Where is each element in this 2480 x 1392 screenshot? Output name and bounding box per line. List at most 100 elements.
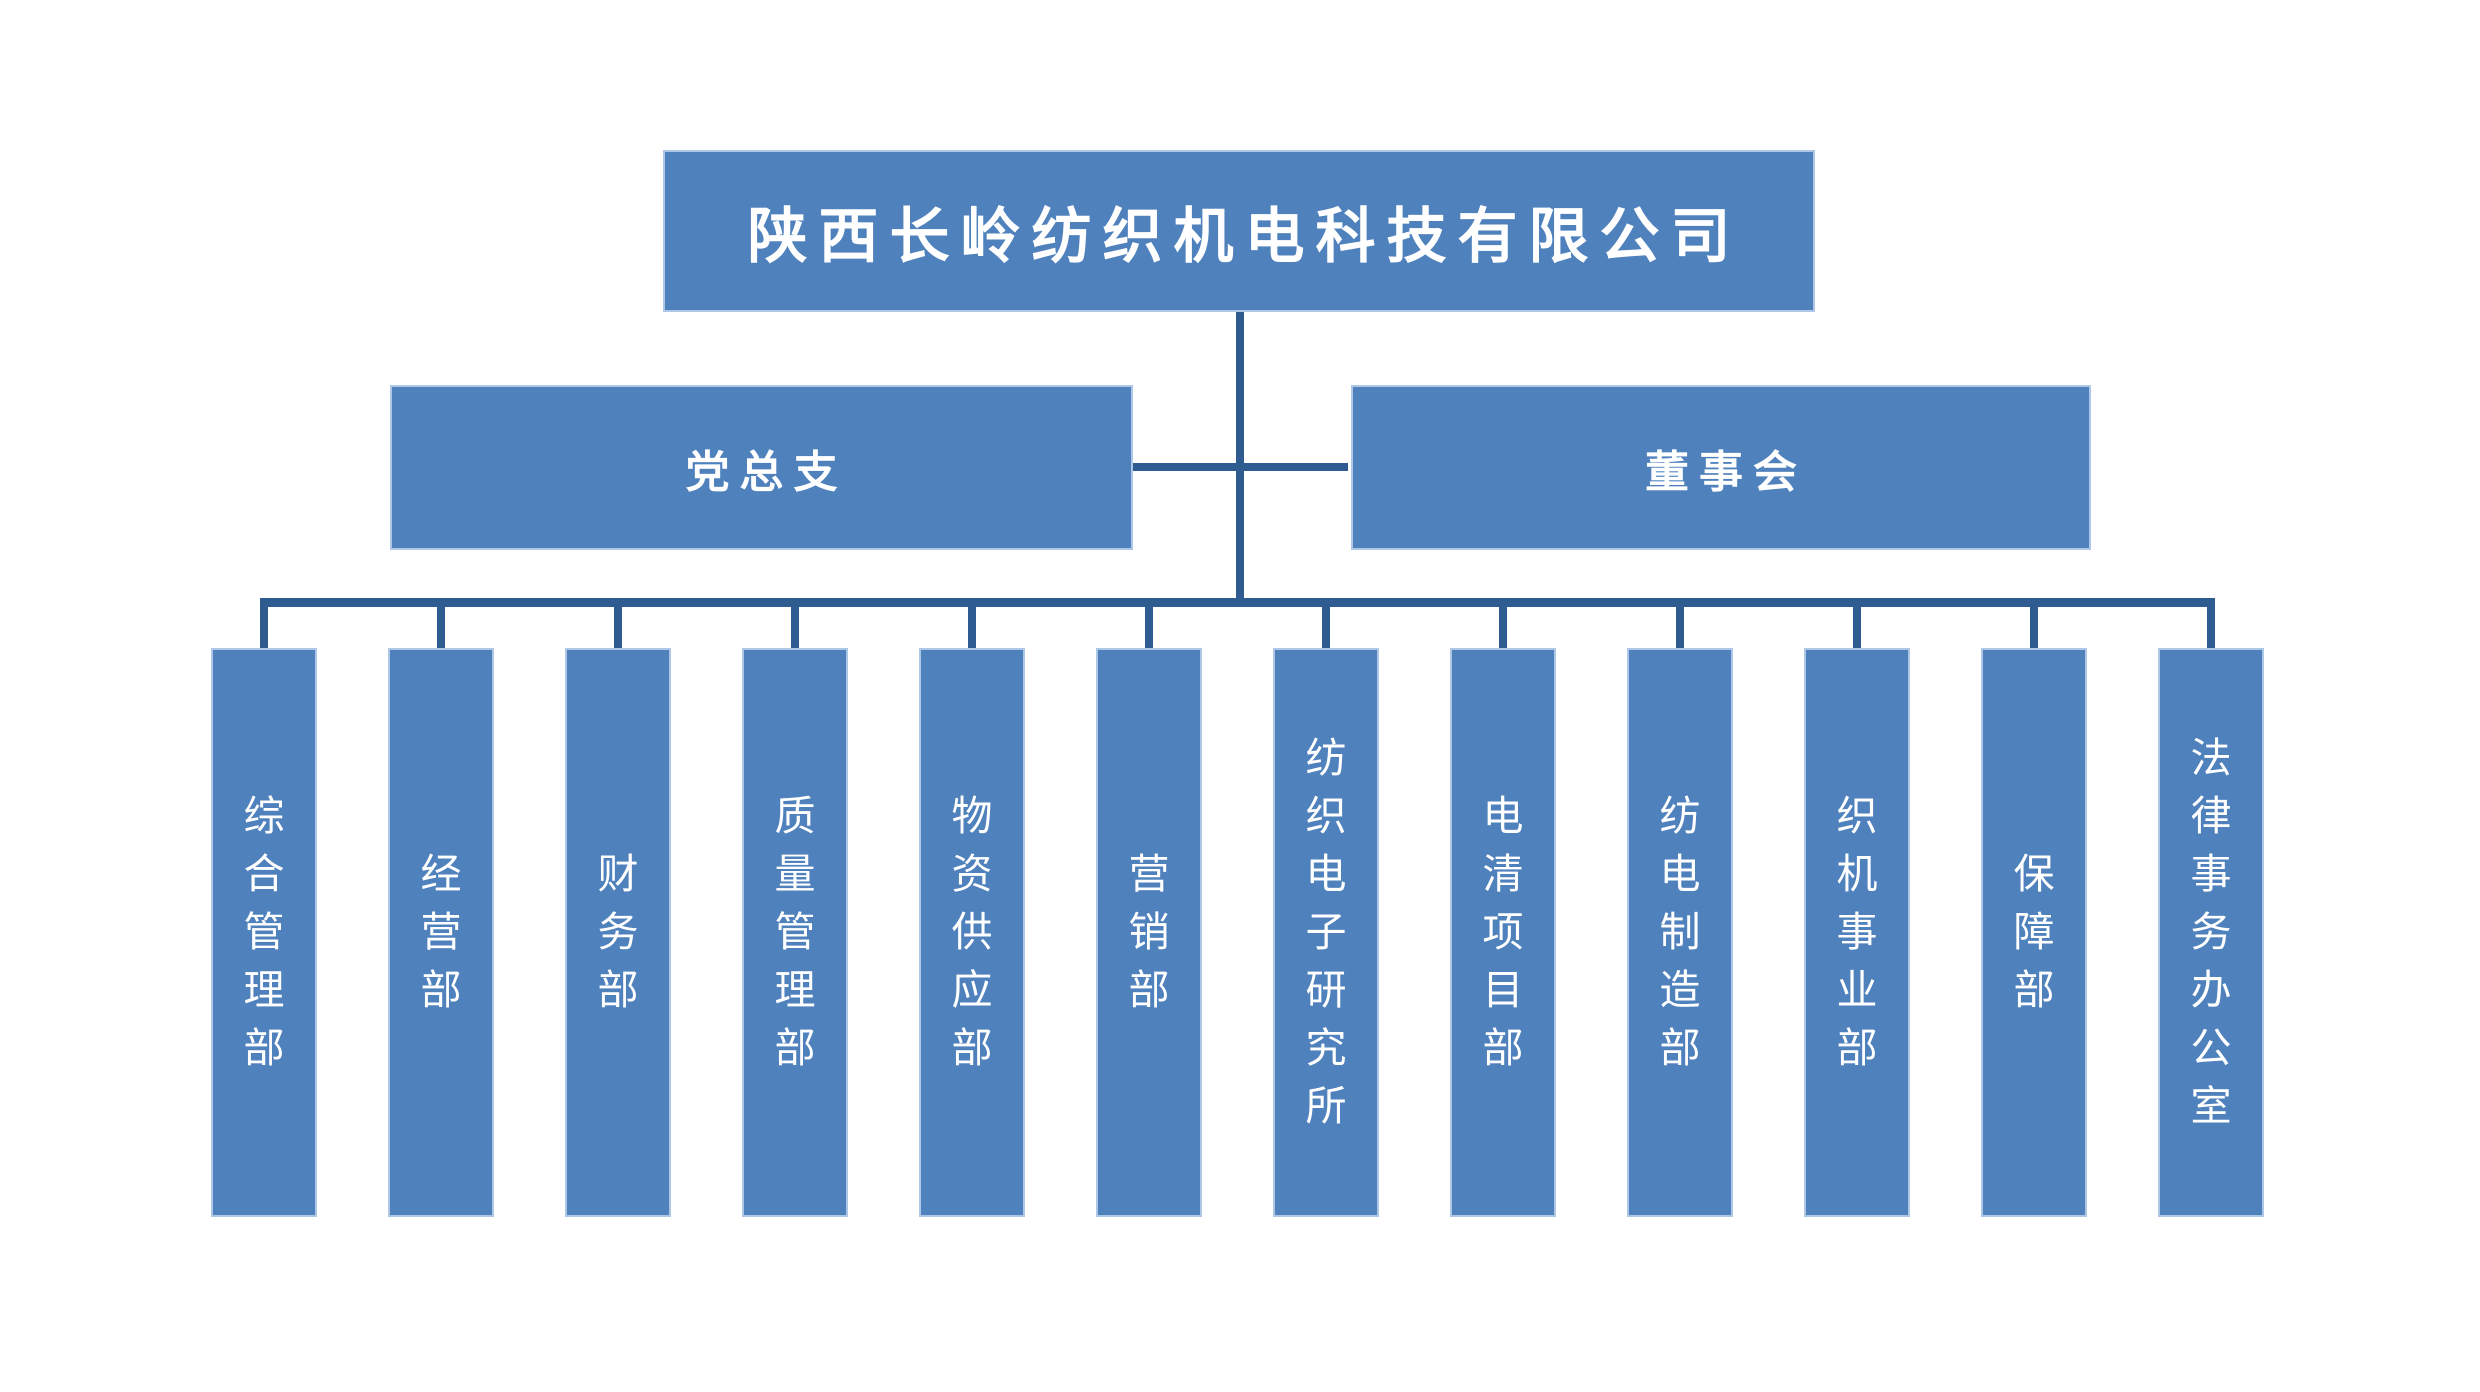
department-label: 电清项目部 (1483, 796, 1524, 1069)
department-label: 质量管理部 (775, 796, 816, 1069)
connector-stub (791, 607, 799, 648)
department-label-char: 部 (243, 1024, 285, 1072)
department-node[interactable]: 纺电制造部 (1627, 648, 1733, 1217)
department-label-char: 所 (1305, 1082, 1347, 1130)
department-node[interactable]: 保障部 (1981, 648, 2087, 1217)
department-column: 纺织电子研究所 (1273, 607, 1379, 1217)
department-label: 物资供应部 (952, 796, 993, 1069)
department-label-char: 究 (1305, 1024, 1347, 1072)
connector-stub (1322, 607, 1330, 648)
department-label-char: 电 (1305, 850, 1347, 898)
department-column: 财务部 (565, 607, 671, 1217)
department-label-char: 销 (1128, 908, 1170, 956)
connector-stub (2030, 607, 2038, 648)
department-column: 保障部 (1981, 607, 2087, 1217)
department-label-char: 物 (951, 792, 993, 840)
department-label-char: 理 (243, 966, 285, 1014)
department-label-char: 电 (1659, 850, 1701, 898)
department-label-char: 供 (951, 908, 993, 956)
department-label-char: 理 (774, 966, 816, 1014)
department-label-char: 造 (1659, 966, 1701, 1014)
department-node[interactable]: 营销部 (1096, 648, 1202, 1217)
department-node[interactable]: 法律事务办公室 (2158, 648, 2264, 1217)
department-label-char: 部 (1659, 1024, 1701, 1072)
department-column: 法律事务办公室 (2158, 607, 2264, 1217)
department-label-char: 目 (1482, 966, 1524, 1014)
department-label-char: 纺 (1659, 792, 1701, 840)
party-branch-node[interactable]: 党总支 (390, 385, 1133, 550)
connector-root-vertical (1236, 312, 1244, 607)
connector-level2-horizontal (1132, 463, 1348, 471)
department-label-char: 纺 (1305, 734, 1347, 782)
department-node[interactable]: 纺织电子研究所 (1273, 648, 1379, 1217)
department-node[interactable]: 综合管理部 (211, 648, 317, 1217)
department-label-char: 制 (1659, 908, 1701, 956)
department-label-char: 织 (1305, 792, 1347, 840)
board-label: 董事会 (1645, 446, 1807, 498)
department-label-char: 公 (2190, 1024, 2232, 1072)
department-node[interactable]: 物资供应部 (919, 648, 1025, 1217)
department-label-char: 营 (420, 908, 462, 956)
department-label-char: 机 (1836, 850, 1878, 898)
department-label-char: 质 (774, 792, 816, 840)
department-label-char: 部 (1482, 1024, 1524, 1072)
department-node[interactable]: 经营部 (388, 648, 494, 1217)
department-label-char: 部 (2013, 966, 2055, 1014)
department-label: 营销部 (1129, 854, 1170, 1011)
department-label: 织机事业部 (1837, 796, 1878, 1069)
department-label-char: 障 (2013, 908, 2055, 956)
department-label-char: 事 (1836, 908, 1878, 956)
department-label: 经营部 (421, 854, 462, 1011)
department-column: 经营部 (388, 607, 494, 1217)
company-name-label: 陕西长岭纺织机电科技有限公司 (747, 201, 1742, 272)
connector-stub (1676, 607, 1684, 648)
department-label-char: 事 (2190, 850, 2232, 898)
department-column: 综合管理部 (211, 607, 317, 1217)
department-label-char: 量 (774, 850, 816, 898)
department-label-char: 项 (1482, 908, 1524, 956)
department-label-char: 法 (2190, 734, 2232, 782)
connector-stub (260, 607, 268, 648)
department-label: 纺电制造部 (1660, 796, 1701, 1069)
department-column: 纺电制造部 (1627, 607, 1733, 1217)
party-branch-label: 党总支 (685, 446, 848, 498)
department-label-char: 部 (774, 1024, 816, 1072)
department-label-char: 管 (243, 908, 285, 956)
connector-stub (614, 607, 622, 648)
department-label-char: 部 (1836, 1024, 1878, 1072)
department-label-char: 合 (243, 850, 285, 898)
department-label-char: 子 (1305, 908, 1347, 956)
department-label-char: 保 (2013, 850, 2055, 898)
department-label: 综合管理部 (244, 796, 285, 1069)
department-column: 质量管理部 (742, 607, 848, 1217)
company-root-node[interactable]: 陕西长岭纺织机电科技有限公司 (663, 150, 1815, 312)
department-label-char: 营 (1128, 850, 1170, 898)
department-node[interactable]: 电清项目部 (1450, 648, 1556, 1217)
department-node[interactable]: 织机事业部 (1804, 648, 1910, 1217)
department-node[interactable]: 财务部 (565, 648, 671, 1217)
department-label-char: 应 (951, 966, 993, 1014)
connector-stub (1853, 607, 1861, 648)
department-label-char: 务 (597, 908, 639, 956)
department-label: 保障部 (2014, 854, 2055, 1011)
department-label-char: 研 (1305, 966, 1347, 1014)
department-column: 营销部 (1096, 607, 1202, 1217)
department-label-char: 综 (243, 792, 285, 840)
board-node[interactable]: 董事会 (1351, 385, 2091, 550)
department-label: 财务部 (598, 854, 639, 1011)
connector-stub (2207, 607, 2215, 648)
department-label-char: 部 (951, 1024, 993, 1072)
department-node[interactable]: 质量管理部 (742, 648, 848, 1217)
department-label-char: 清 (1482, 850, 1524, 898)
department-label-char: 资 (951, 850, 993, 898)
department-label-char: 部 (1128, 966, 1170, 1014)
department-label-char: 律 (2190, 792, 2232, 840)
department-label-char: 室 (2190, 1082, 2232, 1130)
connector-stub (968, 607, 976, 648)
department-label-char: 务 (2190, 908, 2232, 956)
connector-stub (437, 607, 445, 648)
connector-stub (1499, 607, 1507, 648)
department-column: 电清项目部 (1450, 607, 1556, 1217)
department-label-char: 部 (597, 966, 639, 1014)
